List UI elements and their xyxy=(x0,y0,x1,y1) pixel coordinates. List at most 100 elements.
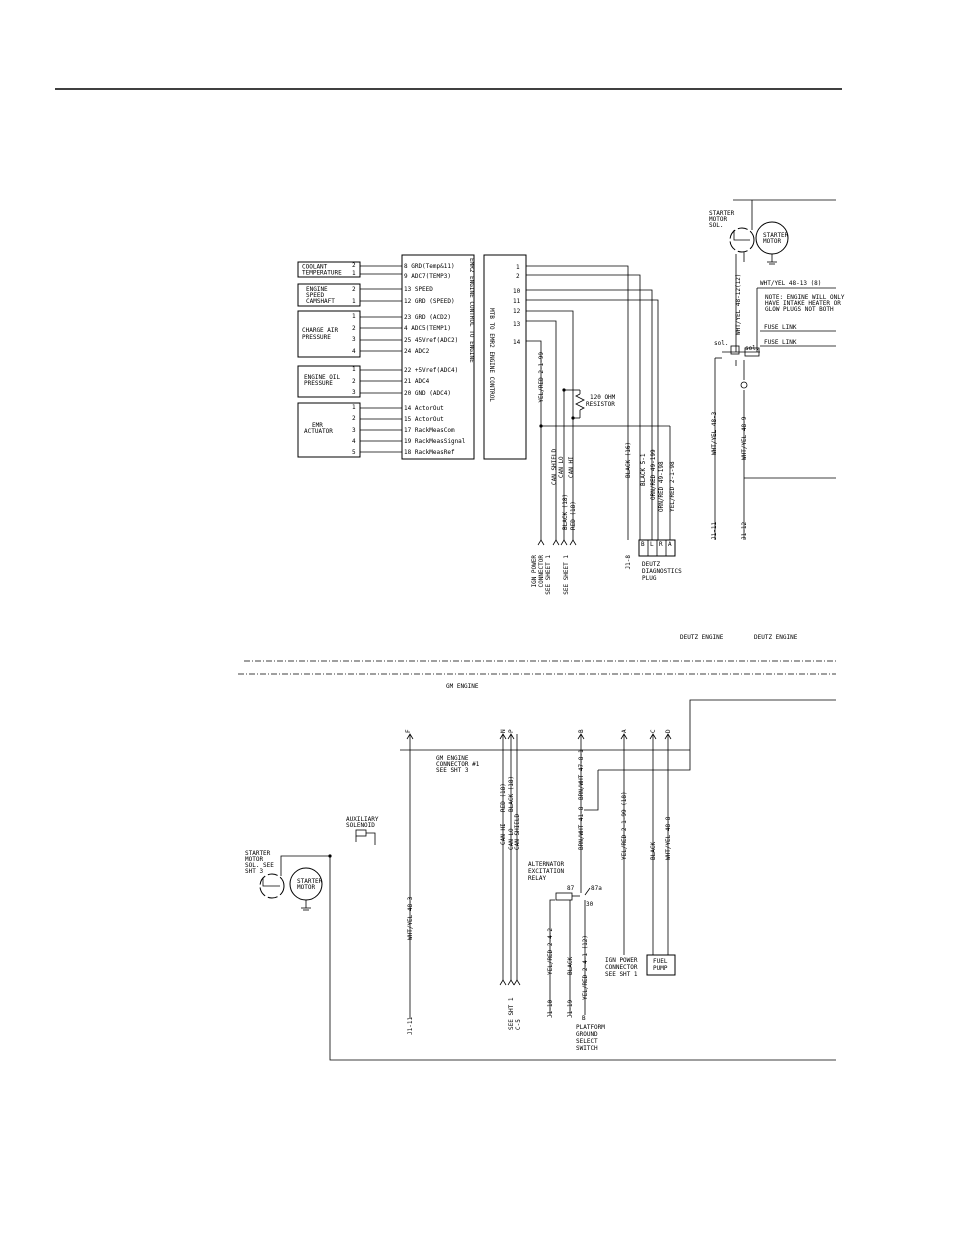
sensor-pin: 5 xyxy=(352,449,356,456)
see-sheet-label: SEE SHT 1 xyxy=(508,997,515,1030)
relay-pin: 87a xyxy=(591,885,602,892)
relay-label: ALTERNATOR xyxy=(528,861,565,868)
note-label: GLOW PLUGS NOT BOTH xyxy=(765,306,834,313)
wire-label: CAN SHIELD xyxy=(514,813,521,850)
gm-starter-sol-label: MOTOR xyxy=(245,856,263,863)
platform-switch-label: SWITCH xyxy=(576,1045,598,1052)
sensor-pin: 3 xyxy=(352,336,356,343)
gm-starter-sol-label: SOL. SEE xyxy=(245,862,274,869)
j1-label: J1-12 xyxy=(741,522,748,540)
wire-label: BLACK xyxy=(650,842,657,860)
gm-connector-label: GM ENGINE xyxy=(436,755,469,762)
starter-sol-label: SOL. xyxy=(709,222,723,229)
mtb-pin: 13 xyxy=(513,321,521,328)
j1-label: J1-8 xyxy=(625,555,632,570)
mtb-connector: MTB TO EMR2 ENGINE CONTROL 1 2 10 11 12 … xyxy=(483,254,527,460)
wire-label: BLACK (18) xyxy=(508,776,515,812)
plug-pin: A xyxy=(668,541,672,548)
wire-label: WHT/YEL 48-3 xyxy=(407,896,414,940)
wire-label: CAN HI xyxy=(500,823,507,845)
wire-label: WHT/YEL 48-9 xyxy=(741,416,748,460)
mtb-pin: 11 xyxy=(513,298,521,305)
relay-label: EXCITATION xyxy=(528,868,565,875)
sensor-label: ENGINE OIL xyxy=(304,374,341,381)
sensor-label: COOLANT xyxy=(302,264,328,271)
plug-pin: L xyxy=(650,541,654,548)
resistor-label: 120 OHM xyxy=(590,394,616,401)
sensor-label: CHARGE AIR xyxy=(302,327,339,334)
j1-label: J1-19 xyxy=(567,1000,574,1018)
ecm-signal: 17 RackMeasCom xyxy=(404,427,455,434)
relay-label: RELAY xyxy=(528,875,546,882)
emr2-label: EMR2 ENGINE CONTROL TO ENGINE xyxy=(468,258,475,363)
sensor-pin: 1 xyxy=(352,313,356,320)
sensor-label: EMR xyxy=(312,422,323,429)
j1-label: J1-11 xyxy=(407,1017,414,1035)
starter-sol-label: STARTER xyxy=(709,210,735,217)
wire-label: YEL/RED 2-1-99 xyxy=(538,352,545,403)
deutz-wire-labels: YEL/RED 2-1-99 CAN SHIELD CAN LO CAN HI … xyxy=(538,352,676,530)
sensor-label: SPEED xyxy=(306,292,324,299)
sensor-label: PRESSURE xyxy=(304,380,333,387)
wire-label: CAN LO xyxy=(508,828,515,850)
plug-pin: B xyxy=(641,541,645,548)
junction-dot xyxy=(328,854,332,858)
gm-ign-connector-label: CONNECTOR xyxy=(605,964,638,971)
gm-pin: A xyxy=(621,729,628,733)
sensor-to-ecm-wires xyxy=(360,265,402,453)
wire-label: BLACK (18) xyxy=(562,494,569,530)
relay-pin: 87 xyxy=(567,885,575,892)
resistor-label: RESISTOR xyxy=(586,401,615,408)
fuse-link-label: FUSE LINK xyxy=(764,324,797,331)
see-sheet-label: C-5 xyxy=(515,1019,522,1030)
sol-label: sol. xyxy=(745,345,759,352)
wire-label: WHT/YEL 48-8 xyxy=(665,816,672,860)
starter-sol-label: MOTOR xyxy=(709,216,727,223)
gm-pin: C xyxy=(650,729,657,733)
sensor-engine-oil-pressure: ENGINE OIL PRESSURE 1 2 3 xyxy=(297,365,361,398)
fuel-pump-label: FUEL xyxy=(653,958,668,965)
ecm-signal: 8 GRD(Temp&11) xyxy=(404,263,455,270)
platform-switch-label: SELECT xyxy=(576,1038,598,1045)
platform-switch-label: GROUND xyxy=(576,1031,598,1038)
fuel-pump-label: PUMP xyxy=(653,965,668,972)
wire-label: CAN LO xyxy=(558,456,565,478)
gm-pin: B xyxy=(578,729,585,733)
wire-label: ORN/RED 49-198 xyxy=(658,461,665,512)
see-sheet-label: SEE SHEET 1 xyxy=(563,555,570,595)
sensor-pin: 1 xyxy=(352,404,356,411)
gm-ign-connector-label: SEE SHT 1 xyxy=(605,971,638,978)
starter-motor-top: STARTER MOTOR SOL. STARTER MOTOR xyxy=(709,199,836,265)
sensor-pin: 1 xyxy=(352,298,356,305)
sensor-label: TEMPERATURE xyxy=(302,270,342,277)
ecm-signal: 19 RackMeasSignal xyxy=(404,438,466,445)
wire-label: RED (18) xyxy=(570,501,577,530)
aux-solenoid-label: SOLENOID xyxy=(346,822,375,829)
wire-label: ORN/RED 49-199 xyxy=(650,449,657,500)
sensor-pin: 2 xyxy=(352,286,356,293)
starter-motor-label: MOTOR xyxy=(763,238,781,245)
wire-label: CAN SHIELD xyxy=(551,448,558,485)
sensor-emr-actuator: EMR ACTUATOR 1 2 3 4 5 xyxy=(297,402,361,458)
plug-label: PLUG xyxy=(642,575,657,582)
switch-pin-label: B xyxy=(582,1015,586,1022)
gm-pin: D xyxy=(665,729,672,733)
ecm-signal: 18 RackMeasRef xyxy=(404,449,455,456)
ign-connector-label: CONNECTOR xyxy=(538,555,545,588)
deutz-engine-label: DEUTZ ENGINE xyxy=(754,634,798,641)
sensor-pin: 2 xyxy=(352,325,356,332)
mtb-label: MTB TO EMR2 ENGINE CONTROL xyxy=(488,308,495,402)
ecm-signal: 20 GND (ADC4) xyxy=(404,390,451,397)
ecm-signal: 12 GRD (SPEED) xyxy=(404,298,455,305)
gm-pin: F xyxy=(405,729,412,733)
wire-label: YEL/RED 2-1-98 xyxy=(669,461,676,512)
sol-label: sol. xyxy=(714,340,728,347)
gm-engine-label: GM ENGINE xyxy=(446,683,479,690)
sensor-label: PRESSURE xyxy=(302,334,331,341)
ecm-signal: 9 ADC7(TEMP3) xyxy=(404,273,451,280)
gm-can-arrows xyxy=(499,979,521,986)
fuel-pump: FUEL PUMP xyxy=(646,954,676,976)
gm-starter-sol-label: SHT 3 xyxy=(245,868,263,875)
sensor-pin: 2 xyxy=(352,262,356,269)
